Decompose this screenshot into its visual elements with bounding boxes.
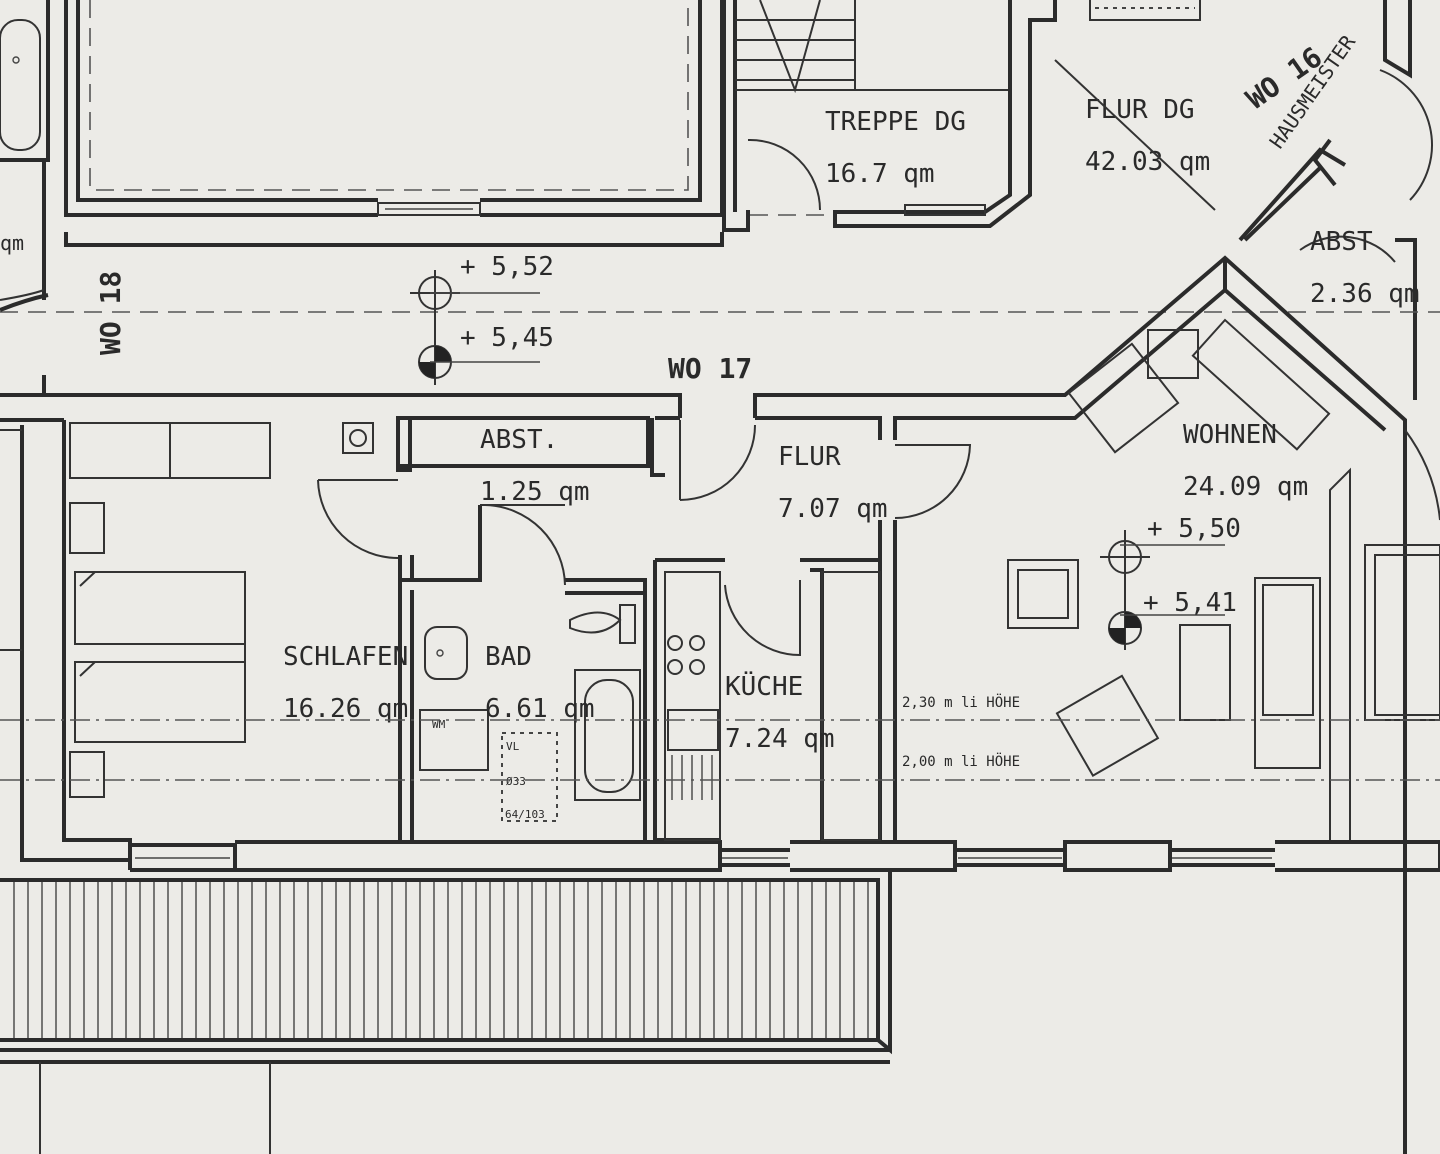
flur-label: FLUR xyxy=(778,442,841,472)
bad-room: WM VL Ø33 64/103 BAD 6.61 qm xyxy=(419,604,641,822)
unit-wo17-label: WO 17 xyxy=(668,352,752,385)
stair-block: TREPPE DG 16.7 qm xyxy=(722,0,1201,232)
shower-outline xyxy=(501,732,558,822)
sofa xyxy=(1254,577,1321,769)
wohnen-area: 24.09 qm xyxy=(1183,472,1308,502)
shower-size-label: Ø33 xyxy=(506,775,526,788)
level-corridor-top: + 5,52 xyxy=(460,252,554,282)
kueche-label: KÜCHE xyxy=(725,670,803,702)
schlafen-area: 16.26 qm xyxy=(283,694,408,724)
height-200-label: 2,00 m li HÖHE xyxy=(902,752,1020,770)
abst-top-area: 2.36 qm xyxy=(1310,279,1420,309)
wm-label: WM xyxy=(432,718,446,731)
coffee-table xyxy=(1179,624,1231,721)
kitchen-sink xyxy=(667,709,719,751)
level-wohnen-top: + 5,50 xyxy=(1147,514,1241,544)
desk xyxy=(1067,342,1180,454)
bathtub xyxy=(574,669,641,801)
shower-dim-label: 64/103 xyxy=(505,808,545,821)
schlafen-label: SCHLAFEN xyxy=(283,642,408,672)
partial-left-area: qm xyxy=(0,231,24,255)
bad-label: BAD xyxy=(485,642,532,672)
interior-walls xyxy=(317,416,972,842)
wohnen-room: WOHNEN 24.09 qm + 5,50 + 5,41 xyxy=(1007,318,1440,778)
bed xyxy=(74,571,246,645)
treppe-area: 16.7 qm xyxy=(825,159,935,189)
wohnen-label: WOHNEN xyxy=(1183,420,1277,450)
kueche-area: 7.24 qm xyxy=(725,724,835,754)
abst-area: 1.25 qm xyxy=(480,477,590,507)
kueche-room: KÜCHE 7.24 qm xyxy=(667,635,835,800)
vl-label: VL xyxy=(506,740,520,753)
washing-machine xyxy=(419,709,489,771)
shelf xyxy=(1191,318,1331,451)
washer-box xyxy=(342,422,374,454)
armchair xyxy=(1007,559,1079,629)
wo17-walls xyxy=(0,255,1440,1154)
chair xyxy=(1147,329,1199,379)
treppe-label: TREPPE DG xyxy=(825,107,966,137)
height-230-label: 2,30 m li HÖHE xyxy=(902,693,1020,711)
abst-top-label: ABST xyxy=(1310,227,1373,257)
flur-dg-area: 42.03 qm xyxy=(1085,147,1210,177)
flur-room: FLUR 7.07 qm xyxy=(778,442,888,524)
flur-dg-label: FLUR DG xyxy=(1085,95,1195,125)
level-wohnen-bottom: + 5,41 xyxy=(1143,588,1237,618)
toilet xyxy=(569,611,622,634)
armchair-rotated xyxy=(1055,674,1160,778)
flur-dg-block: FLUR DG 42.03 qm WO 16 HAUSMEISTER ABST … xyxy=(1054,0,1433,400)
height-lines: 2,30 m li HÖHE 2,00 m li HÖHE xyxy=(0,693,1440,781)
upper-left-walls xyxy=(0,0,724,301)
level-corridor-bottom: + 5,45 xyxy=(460,323,554,353)
unit-wo18-label: WO 18 xyxy=(94,271,127,355)
corridor: WO 18 qm + 5,52 + 5,45 WO 17 xyxy=(0,231,1440,395)
bad-area: 6.61 qm xyxy=(485,694,595,724)
abst-room: ABST. 1.25 qm xyxy=(480,425,590,507)
balcony xyxy=(0,870,892,1154)
abst-label: ABST. xyxy=(480,425,558,455)
stove-burner xyxy=(667,635,683,651)
schlafen-room: SCHLAFEN 16.26 qm xyxy=(69,422,408,798)
sink xyxy=(424,626,468,680)
flur-area: 7.07 qm xyxy=(778,494,888,524)
